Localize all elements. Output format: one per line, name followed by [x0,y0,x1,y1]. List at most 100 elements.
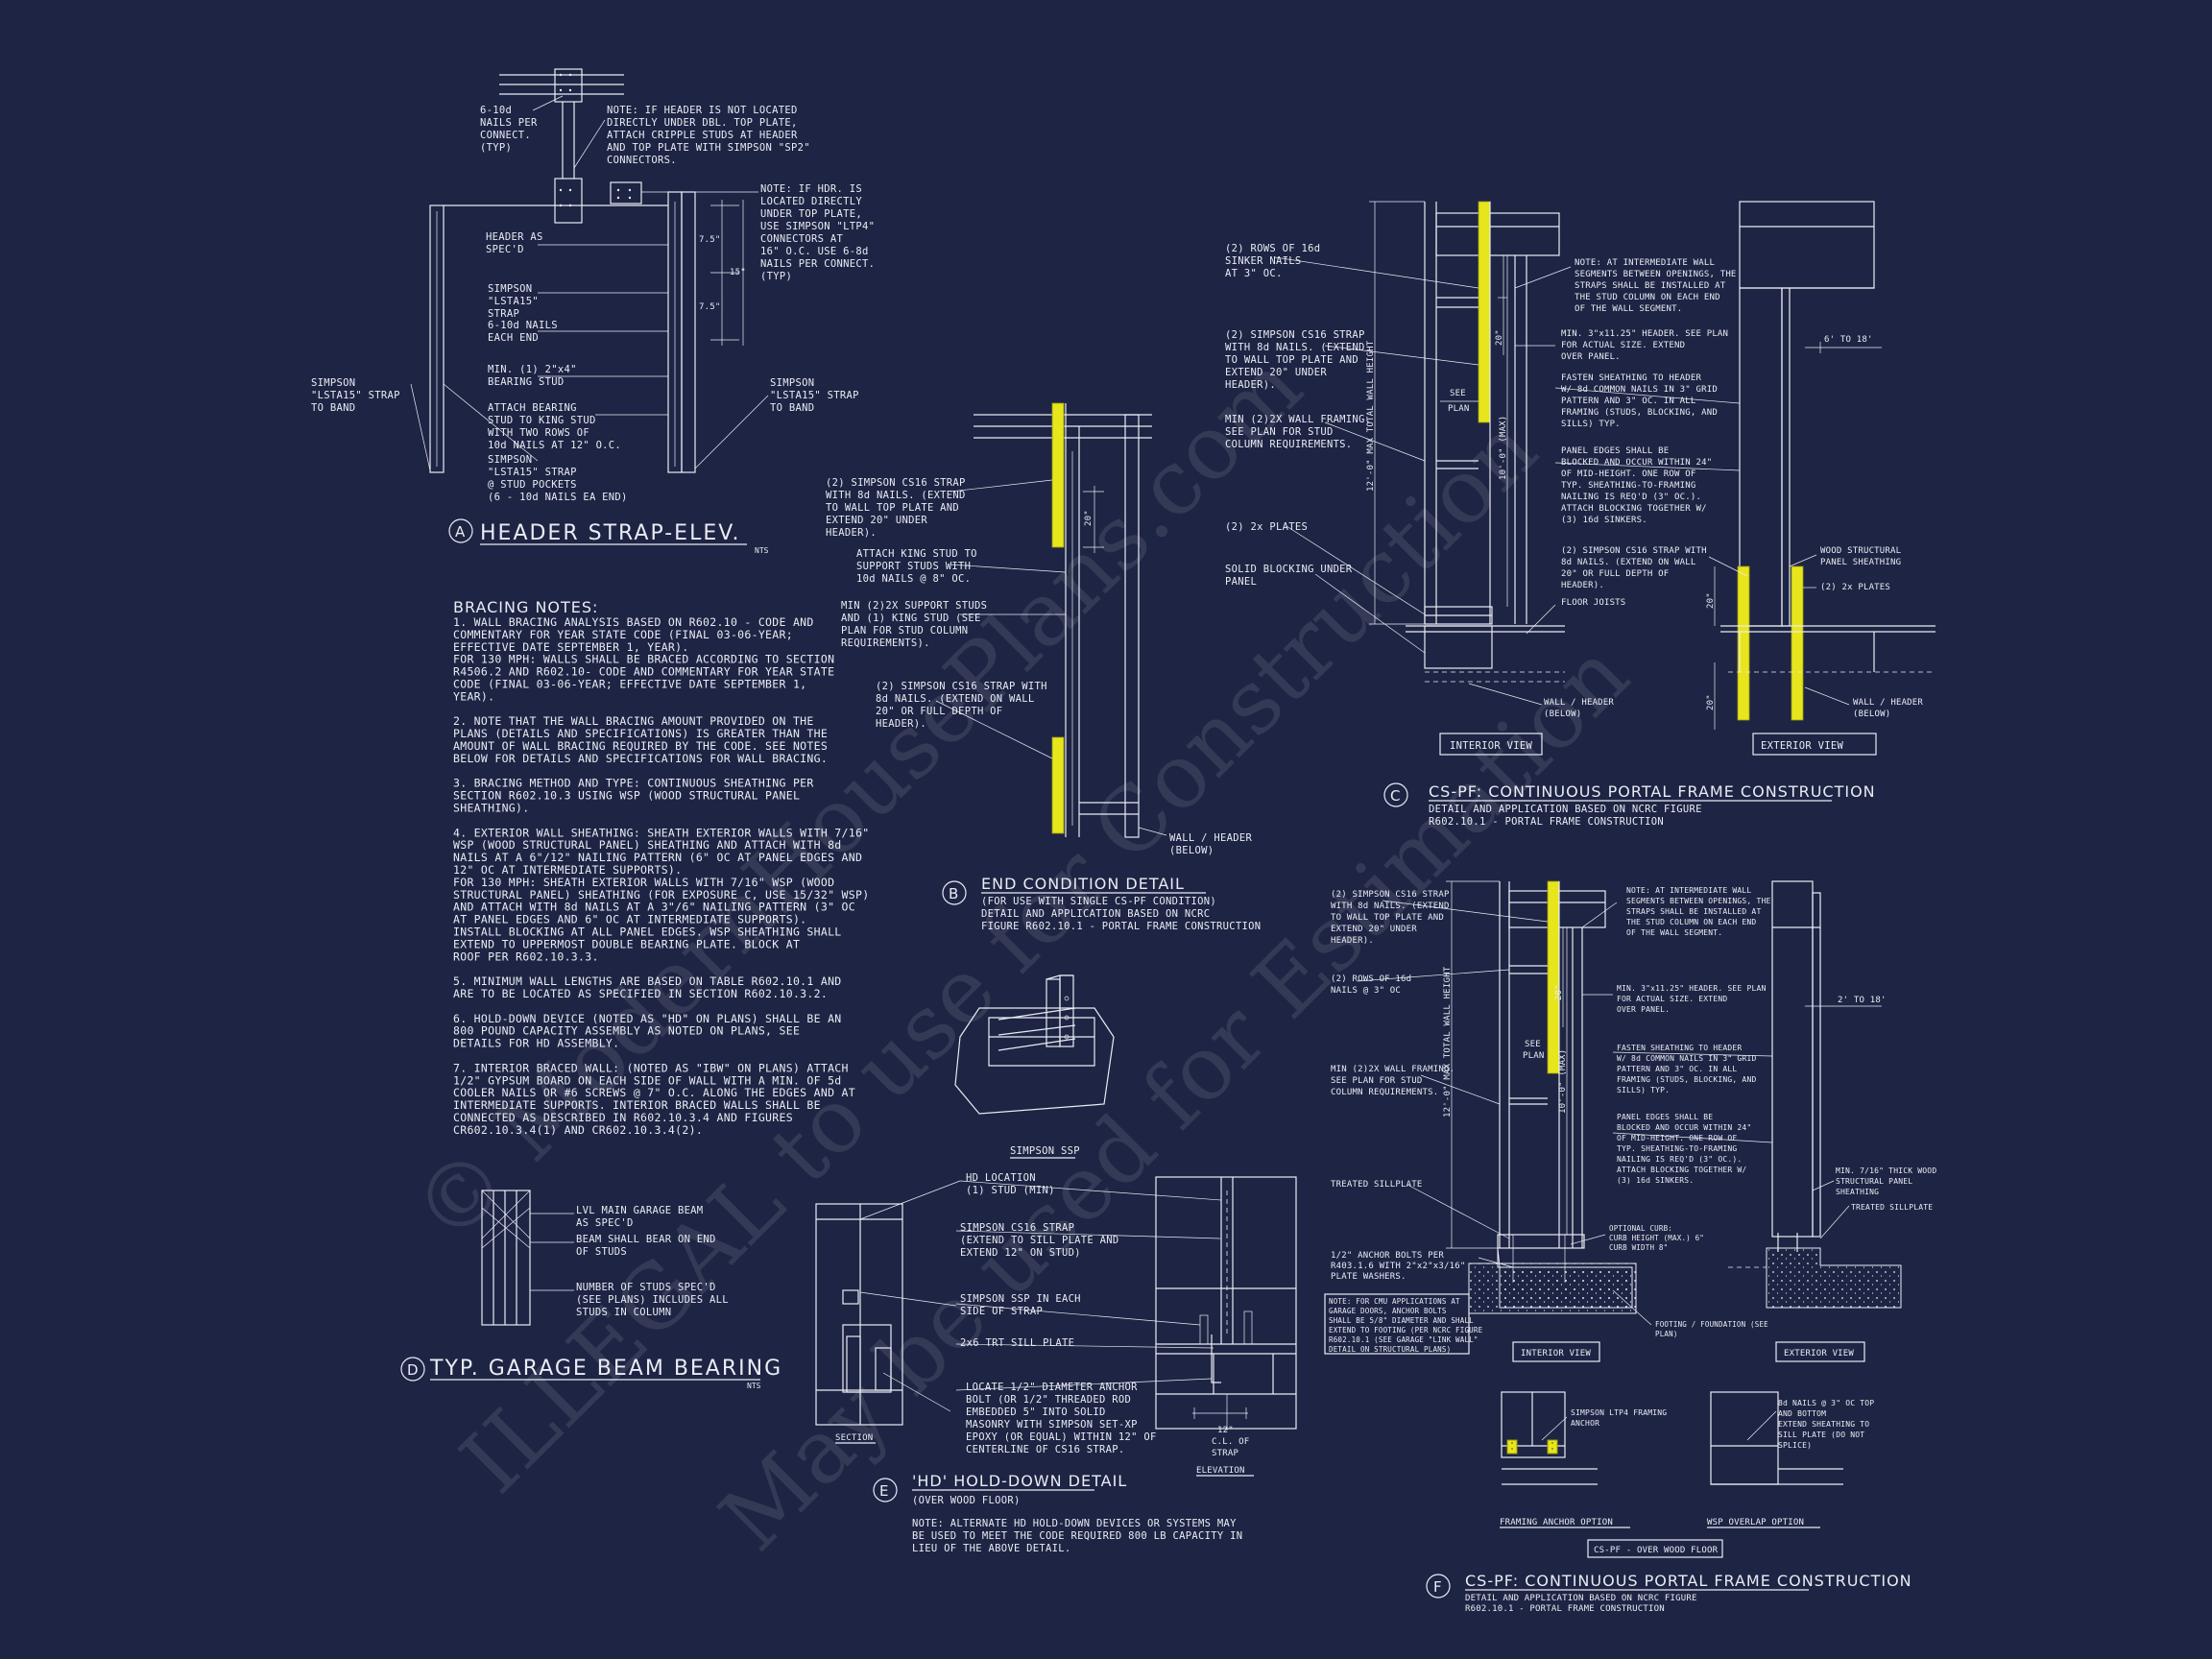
note-d-2: NUMBER OF STUDS SPEC'D(SEE PLANS) INCLUD… [576,1282,729,1318]
detail-c-subtitle: DETAIL AND APPLICATION BASED ON NCRC FIG… [1429,804,1702,828]
detail-d-scale: NTS [747,1382,761,1390]
c-vert-10ft: 10'-0" (MAX) [1499,416,1508,480]
note-f-left-3: TREATED SILLPLATE [1331,1180,1423,1190]
f-option-label-1: WSP OVERLAP OPTION [1707,1518,1804,1527]
note-c-left-3: (2) 2x PLATES [1225,521,1308,533]
detail-c-title: CS-PF: CONTINUOUS PORTAL FRAME CONSTRUCT… [1429,782,1876,801]
bracing-line: FOR 130 MPH: SHEATH EXTERIOR WALLS WITH … [453,876,834,889]
simpson-ssp-sketch: SIMPSON SSP [954,974,1115,1159]
bracing-line: 1. WALL BRACING ANALYSIS BASED ON R602.1… [453,615,814,629]
detail-b-marker: B [949,885,958,902]
detail-c-portal-frame: 12'-0" MAX TOTAL WALL HEIGHT 10'-0" (MAX… [1225,201,1936,828]
bracing-line: EFFECTIVE DATE SEPTEMBER 1, YEAR). [453,640,689,654]
bracing-line: 6. HOLD-DOWN DEVICE (NOTED AS "HD" ON PL… [453,1012,842,1025]
note-c-left-2: MIN (2)2X WALL FRAMING.SEE PLAN FOR STUD… [1225,414,1371,450]
note-c-right-6: WALL / HEADER(BELOW) [1544,698,1614,719]
bracing-line: 5. MINIMUM WALL LENGTHS ARE BASED ON TAB… [453,974,842,988]
bracing-line: CR602.10.3.4(1) AND CR602.10.3.4(2). [453,1123,703,1137]
dim-b: 20" [1084,510,1094,526]
detail-a-title: HEADER STRAP-ELEV. [480,521,740,545]
bracing-line: FOR 130 MPH: WALLS SHALL BE BRACED ACCOR… [453,653,834,666]
bracing-line: YEAR). [453,689,494,703]
e-section-label: SECTION [835,1433,873,1443]
note-f-right-7: TREATED SILLPLATE [1851,1203,1933,1212]
bracing-line: R4506.2 AND R602.10- CODE AND COMMENTARY… [453,665,834,679]
bracing-line [453,999,460,1013]
bracing-line: SECTION R602.10.3 USING WSP (WOOD STRUCT… [453,789,800,803]
note-c-right-7: WALL / HEADER(BELOW) [1853,698,1923,719]
bracing-line: SHEATHING). [453,802,529,815]
detail-e-marker: E [879,1482,888,1500]
bracing-line [453,962,460,975]
detail-d-marker: D [407,1361,419,1379]
detail-e-note: NOTE: ALTERNATE HD HOLD-DOWN DEVICES OR … [912,1518,1242,1554]
note-c-right-5: FLOOR JOISTS [1561,598,1625,608]
c-view-exterior: EXTERIOR VIEW [1761,740,1843,752]
bracing-line: 3. BRACING METHOD AND TYPE: CONTINUOUS S… [453,777,814,790]
c-view-interior: INTERIOR VIEW [1450,740,1532,752]
bracing-line: ARE TO BE LOCATED AS SPECIFIED IN SECTIO… [453,987,828,1000]
detail-b-title: END CONDITION DETAIL [981,875,1185,893]
note-e-0: HD LOCATION(1) STUD (MIN) [966,1172,1055,1196]
detail-d-title: TYP. GARAGE BEAM BEARING [429,1357,782,1381]
f-option-label-0: FRAMING ANCHOR OPTION [1500,1518,1613,1527]
bracing-line [453,813,460,827]
note-e-1: SIMPSON CS16 STRAP(EXTEND TO SILL PLATE … [960,1222,1119,1259]
bracing-line: EXTEND TO UPPERMOST DOUBLE BEARING PLATE… [453,937,800,950]
bracing-line [453,764,460,778]
note-a-6: MIN. (1) 2"x4"BEARING STUD [488,364,577,388]
note-e-3: 2x6 TRT SILL PLATE [960,1337,1074,1349]
note-c-right-9: (2) 2x PLATES [1820,583,1890,592]
c-right-note-10: 6' TO 18' [1824,335,1873,345]
note-b-4: WALL / HEADER(BELOW) [1169,832,1252,856]
bracing-line: CONNECTED AS DESCRIBED IN R602.10.3.4 AN… [453,1111,793,1124]
bracing-line: COMMENTARY FOR YEAR STATE CODE (FINAL 03… [453,628,793,641]
f-box-label: CS-PF - OVER WOOD FLOOR [1594,1546,1719,1555]
bracing-line: WSP (WOOD STRUCTURAL PANEL) SHEATHING AN… [453,838,842,852]
note-f-right-4: OPTIONAL CURB:CURB HEIGHT (MAX.) 6"CURB … [1609,1224,1704,1252]
bracing-notes: BRACING NOTES: 1. WALL BRACING ANALYSIS … [453,598,869,1137]
bracing-line: CODE (FINAL 03-06-YEAR; EFFECTIVE DATE S… [453,678,806,691]
bracing-line: AMOUNT OF WALL BRACING REQUIRED BY THE C… [453,739,828,753]
detail-f-title: CS-PF: CONTINUOUS PORTAL FRAME CONSTRUCT… [1465,1572,1912,1590]
bracing-line: INTERMEDIATE SUPPORTS. INTERIOR BRACED W… [453,1098,821,1112]
bracing-line: 1/2" GYPSUM BOARD ON EACH SIDE OF WALL W… [453,1073,842,1087]
bracing-line [453,702,460,715]
bracing-text: 1. WALL BRACING ANALYSIS BASED ON R602.1… [453,615,869,1137]
f-vert-20: 20" [1554,984,1564,1000]
bracing-line: 4. EXTERIOR WALL SHEATHING: SHEATH EXTER… [453,826,869,839]
c-vert-20-c: 20" [1706,694,1716,710]
bracing-line: NAILS AT A 6"/12" NAILING PATTERN (6" OC… [453,851,862,864]
